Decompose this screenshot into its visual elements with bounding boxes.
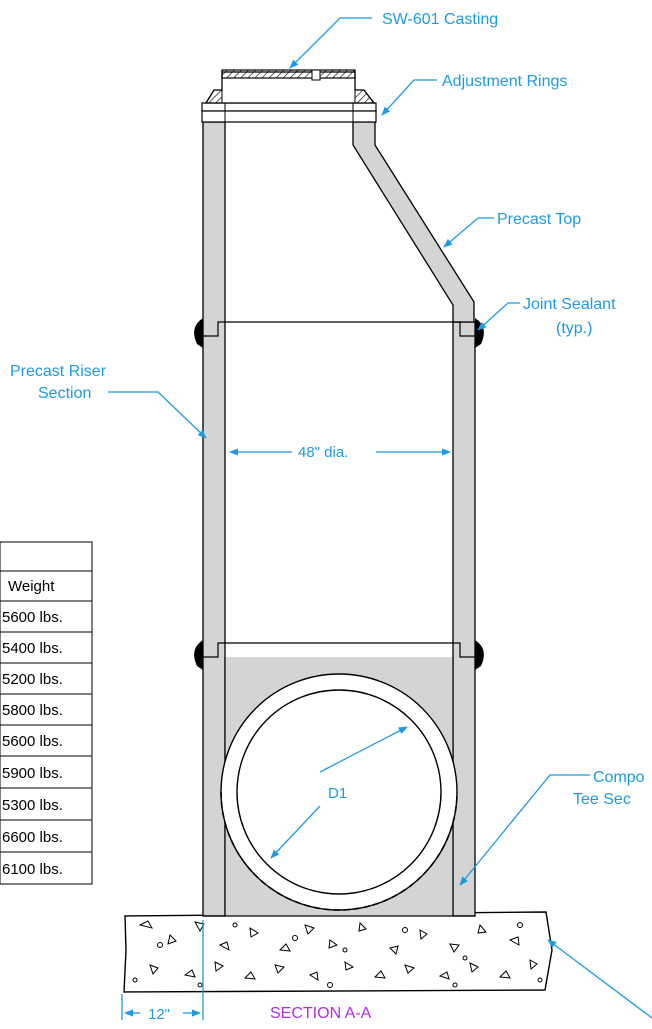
table-cell: 6600 lbs. <box>2 829 63 846</box>
pipe-opening <box>220 673 458 911</box>
callout-leaders <box>108 17 652 1019</box>
label-joint-sealant-typ: (typ.) <box>556 320 592 337</box>
label-casting: SW-601 Casting <box>382 11 498 28</box>
leader-tee <box>459 774 590 886</box>
table-frame <box>0 541 93 885</box>
label-joint-sealant: Joint Sealant <box>523 296 616 313</box>
dimension-lines <box>121 448 451 1020</box>
weight-table: Weight 5600 lbs. 5400 lbs. 5200 lbs. 580… <box>0 541 93 885</box>
casting <box>204 69 376 104</box>
dim-pipe: D1 <box>328 785 347 802</box>
label-riser: Precast Riser <box>10 363 107 380</box>
adjustment-rings <box>201 102 377 123</box>
leader-adjustment-rings <box>381 79 437 116</box>
leader-precast-top <box>443 217 494 248</box>
leader-joint-sealant <box>477 302 520 331</box>
label-adjustment-rings: Adjustment Rings <box>442 73 567 90</box>
stone-base <box>123 911 553 993</box>
label-riser-section: Section <box>38 385 91 402</box>
table-cell: 5300 lbs. <box>2 797 63 814</box>
leader-casting <box>289 17 372 69</box>
section-title: SECTION A-A <box>270 1005 372 1022</box>
table-cell: 5200 lbs. <box>2 671 63 688</box>
dim-inside-diameter: 48" dia. <box>298 444 348 461</box>
joint-sealant <box>194 318 484 670</box>
table-cell: 5400 lbs. <box>2 640 63 657</box>
table-header-weight: Weight <box>8 578 55 595</box>
table-cell: 5800 lbs. <box>2 702 63 719</box>
label-tee: Compo <box>593 769 645 786</box>
label-tee-section: Tee Sec <box>573 791 631 808</box>
leader-riser <box>108 391 207 439</box>
table-cell: 5900 lbs. <box>2 765 63 782</box>
table-cell: 5600 lbs. <box>2 733 63 750</box>
label-precast-top: Precast Top <box>497 211 581 228</box>
table-cell: 6100 lbs. <box>2 861 63 878</box>
leader-stone-base <box>547 939 652 1019</box>
dim-base-overhang: 12" <box>148 1006 170 1023</box>
table-cell: 5600 lbs. <box>2 609 63 626</box>
